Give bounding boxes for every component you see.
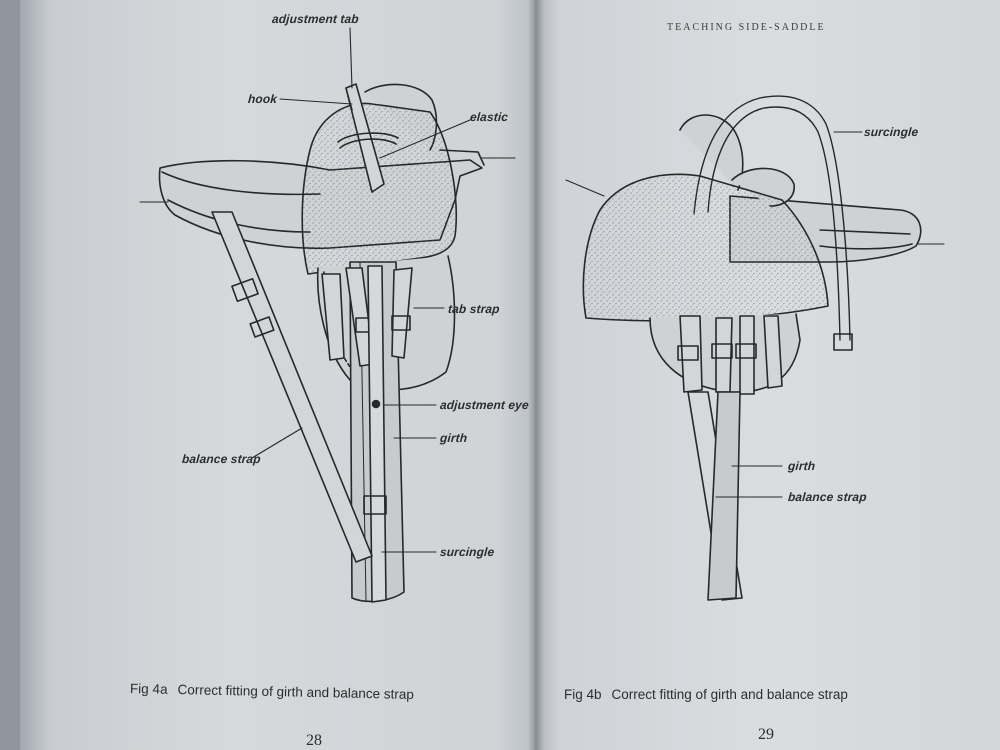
label-girth-4a: girth: [439, 431, 468, 445]
label-hook-4a: hook: [247, 92, 278, 106]
label-adjustment-tab-4a: adjustment tab: [271, 12, 360, 26]
caption-fig-4b: Fig 4b Correct fitting of girth and balan…: [564, 687, 848, 702]
label-adjustment-eye-4a: adjustment eye: [439, 398, 530, 412]
saddle-4a: [139, 27, 516, 603]
figure-number-4b: Fig 4b: [564, 687, 602, 702]
book-gutter: [528, 0, 544, 750]
label-balance-strap-4a: balance strap: [181, 452, 262, 466]
caption-text-4b: Correct fitting of girth and balance str…: [611, 687, 848, 702]
figure-number-4a: Fig 4a: [129, 681, 168, 697]
label-girth-4b: girth: [787, 459, 816, 473]
page-number-right: 29: [758, 726, 774, 743]
running-header: TEACHING SIDE-SADDLE: [667, 22, 826, 33]
label-surcingle-4a: surcingle: [439, 545, 495, 559]
label-tab-strap-4a: tab strap: [447, 302, 501, 316]
label-surcingle-4b: surcingle: [863, 125, 919, 139]
label-elastic-4a: elastic: [469, 110, 509, 124]
page-number-left: 28: [306, 732, 322, 749]
saddle-4b: [565, 95, 945, 601]
label-balance-strap-4b: balance strap: [787, 490, 868, 504]
